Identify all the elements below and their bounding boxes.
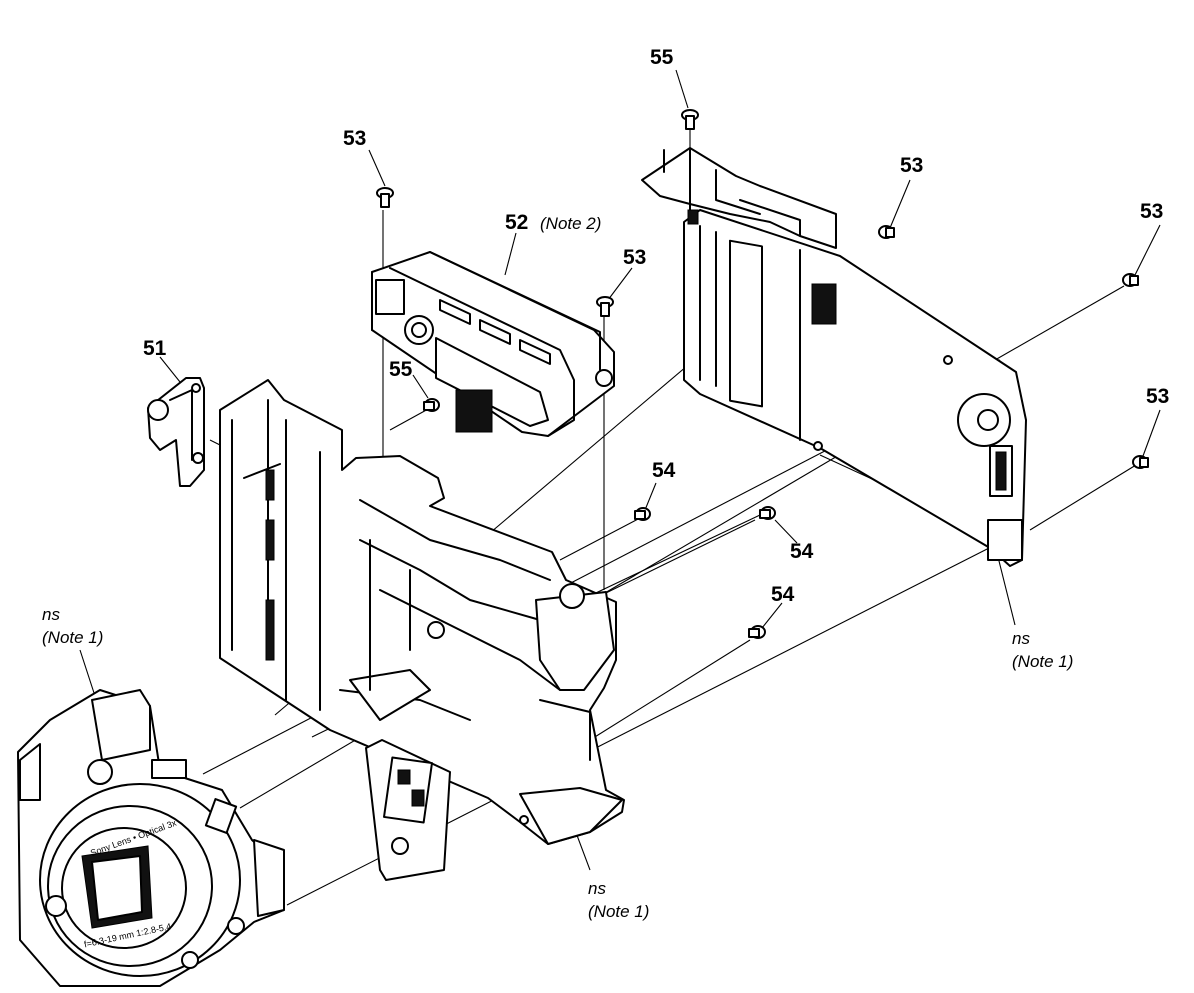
part-flex-board — [365, 739, 451, 881]
callout-54-b: 54 — [790, 540, 814, 563]
ns-left: ns — [42, 605, 60, 624]
leader-lines — [79, 69, 1161, 871]
part-main-frame — [219, 379, 625, 845]
screw-54-b — [759, 506, 776, 520]
callout-52-note: (Note 2) — [540, 214, 601, 233]
screw-54-c — [748, 625, 766, 639]
ns-bottom: ns — [588, 879, 606, 898]
part-rear-board — [683, 209, 1027, 567]
ns-left-note: (Note 1) — [42, 628, 103, 647]
callout-labels: 51 52 (Note 2) 53 53 53 53 53 54 54 54 5… — [143, 46, 1169, 606]
callout-51: 51 — [143, 337, 167, 360]
ns-bottom-note: (Note 1) — [588, 902, 649, 921]
screw-53-mid — [596, 296, 614, 317]
screw-53-board — [878, 225, 895, 239]
part-top-bracket — [641, 147, 837, 249]
screw-55-frame — [423, 398, 440, 412]
callout-54-c: 54 — [771, 583, 795, 606]
callout-55-a: 55 — [650, 46, 674, 69]
callout-53-d: 53 — [1140, 200, 1163, 223]
ns-right: ns — [1012, 629, 1030, 648]
screw-53-right-top — [1122, 273, 1139, 287]
callout-53-b: 53 — [623, 246, 646, 269]
screw-53-left — [376, 187, 394, 208]
part-52-flash-unit — [371, 251, 615, 437]
callout-53-e: 53 — [1146, 385, 1169, 408]
screw-55-top — [681, 109, 699, 130]
screw-54-a — [634, 507, 651, 521]
part-lens-unit: Sony Lens • Optical 3x f=6.3-19 mm 1:2.8… — [17, 689, 285, 987]
callout-53-c: 53 — [900, 154, 923, 177]
screws — [376, 109, 1149, 639]
callout-55-b: 55 — [389, 358, 413, 381]
callout-52: 52 — [505, 211, 528, 234]
callout-54-a: 54 — [652, 459, 676, 482]
callout-53-a: 53 — [343, 127, 366, 150]
screw-53-right-bottom — [1132, 455, 1149, 469]
ns-labels: ns (Note 1) ns (Note 1) ns (Note 1) — [42, 605, 1073, 921]
ns-right-note: (Note 1) — [1012, 652, 1073, 671]
part-51-bracket — [147, 377, 205, 487]
